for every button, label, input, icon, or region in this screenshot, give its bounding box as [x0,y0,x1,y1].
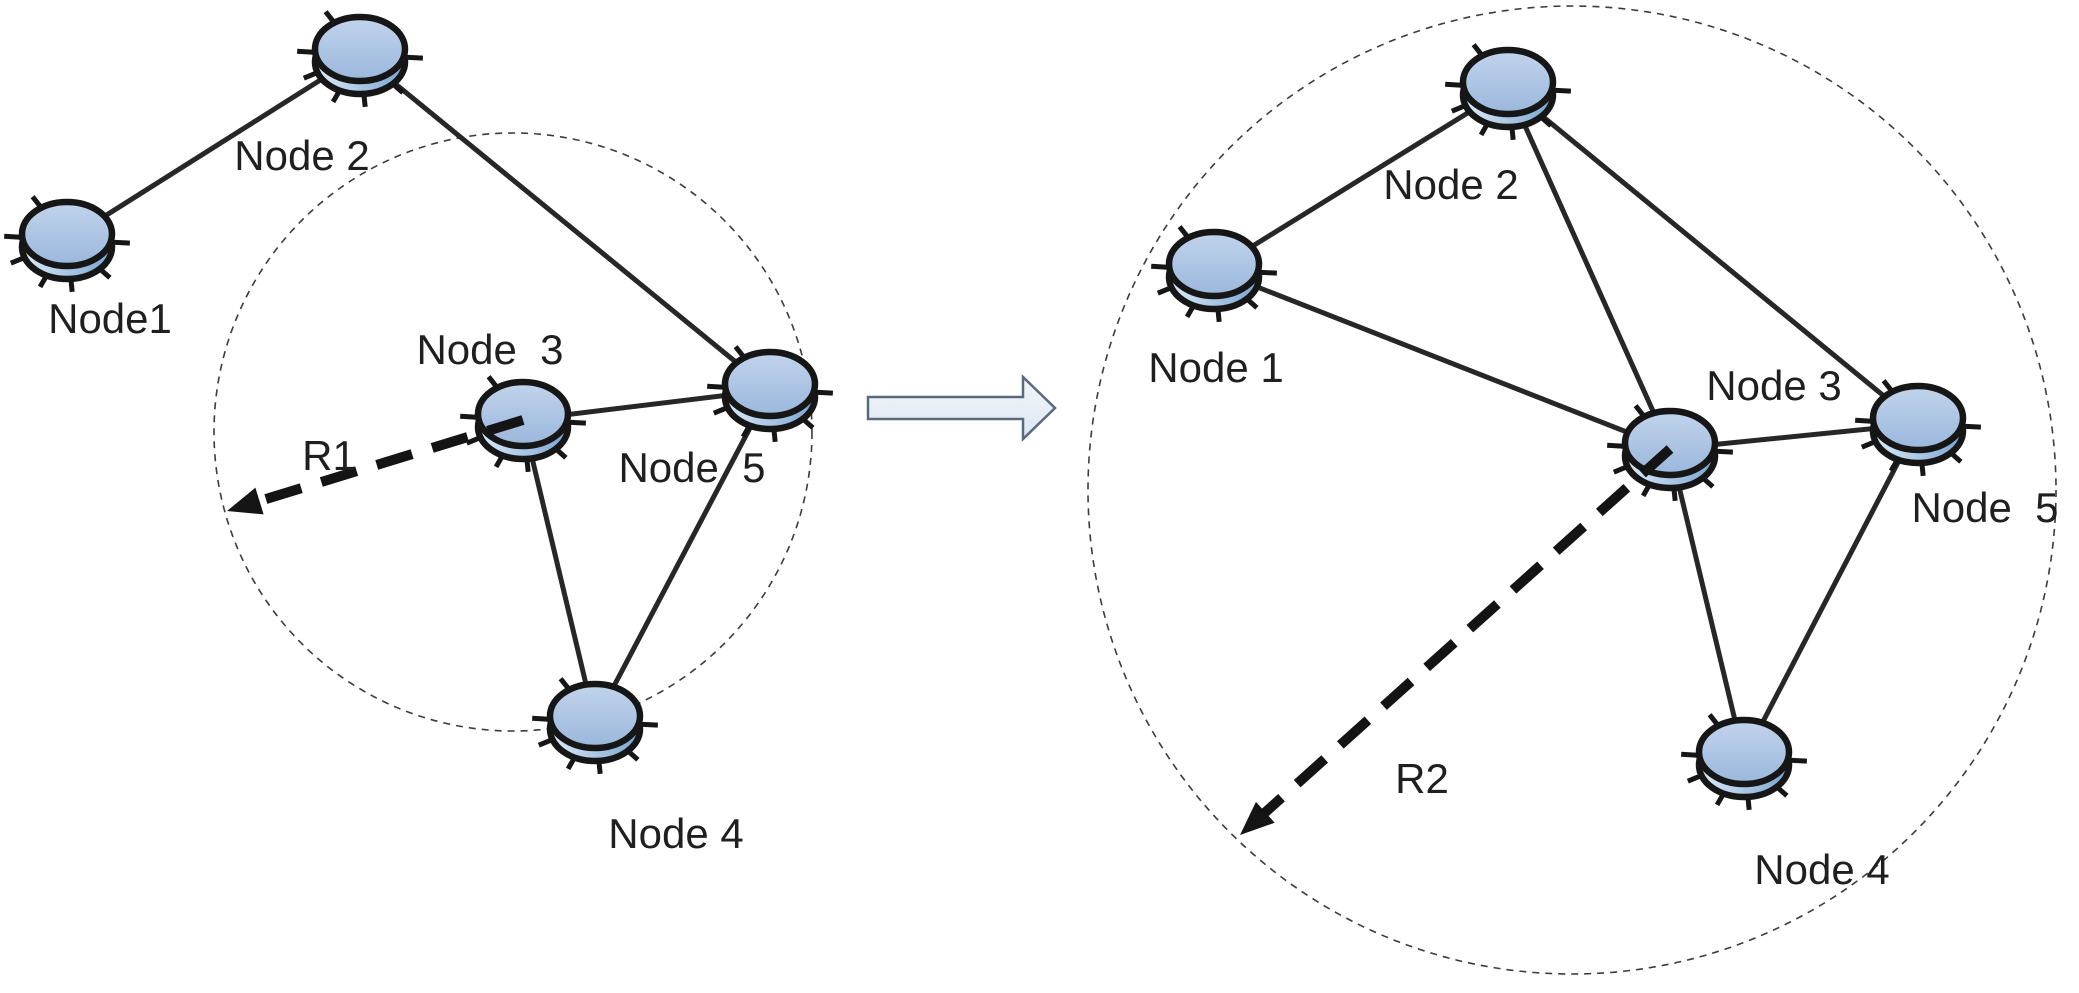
link-edge [1506,86,1920,426]
node-disk-top [721,348,819,420]
node-disk-top [1459,46,1557,118]
node-disk-top [546,680,644,752]
range-radius-label: R2 [1395,755,1449,802]
node-label: Node1 [48,295,172,342]
node-label: Node 3 [416,326,563,373]
range-arrow-line [1258,445,1674,819]
node-disk-top [474,378,572,450]
transmission-range-circle [1087,5,2057,975]
node-disk-top [1165,228,1263,300]
transmission-range-circle [213,132,813,732]
node-label: Node 4 [608,810,743,857]
link-edge [1741,422,1921,760]
link-edge [1667,448,1747,759]
right-topology-panel: Node 1 Node 2 Node 3 Node 4 Node 5 R2 [1087,5,2059,975]
sensor-node [1855,379,1982,477]
range-arrow-head-icon [227,487,264,515]
link-edge [1213,267,1671,452]
node-label: Node 2 [1383,161,1518,208]
sensor-node [4,195,131,293]
left-topology-panel: Node1 Node 2 Node 3 Node 4 Node 5 R1 [4,10,834,857]
transform-arrow-icon [866,374,1057,442]
node-label: Node 1 [1148,344,1283,391]
sensor-node [1445,43,1572,141]
node-disk-top [311,13,409,85]
node-disk-top [1869,382,1967,454]
sensor-node [532,677,659,775]
node-label: Node 5 [618,444,765,491]
sensor-node [707,345,834,443]
range-arrow-head-icon [1240,801,1275,835]
node-label: Node 4 [1754,846,1889,893]
node-label: Node 2 [234,132,369,179]
link-edge [1212,85,1510,273]
node-label: Node 3 [1706,362,1841,409]
link-edge [592,388,773,724]
sensor-node [1681,713,1808,811]
sensor-node [297,10,424,108]
link-edge [358,53,772,392]
range-radius-label: R1 [302,432,356,479]
link-edge [520,419,598,723]
node-label: Node 5 [1911,484,2058,531]
range-arrow-line [254,415,525,507]
link-edge [1505,86,1673,451]
link-edge [65,52,362,243]
sensor-node [1151,225,1278,323]
node-disk-top [18,198,116,270]
sensor-node [460,375,587,473]
node-disk-top [1621,407,1719,479]
node-disk-top [1695,716,1793,788]
